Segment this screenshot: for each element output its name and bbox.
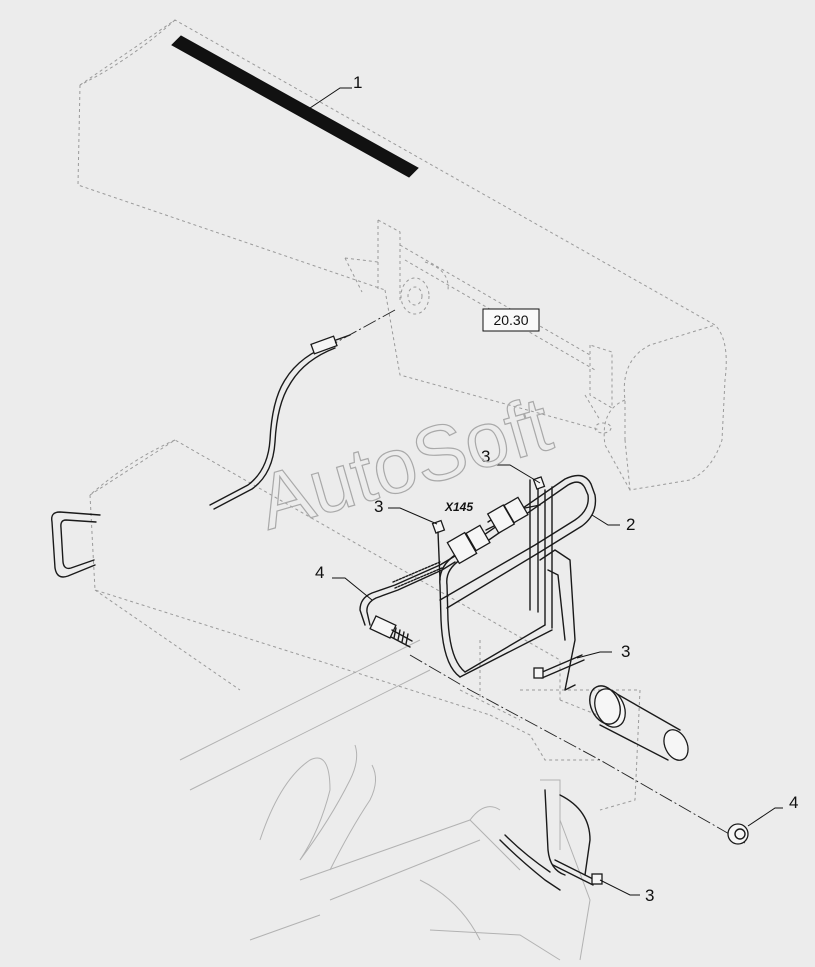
callout-1: 1: [353, 73, 362, 92]
leader-lines: [309, 87, 783, 896]
part-3-tie-bottom: [499, 789, 603, 891]
shaft-assembly: [589, 685, 689, 761]
ghost-upper-beam: [77, 19, 727, 491]
callout-3-bottom: 3: [645, 886, 654, 905]
reference-box[interactable]: 20.30: [482, 308, 540, 332]
part-3-tie-upper: [532, 476, 546, 490]
part-3-tie-right: [533, 654, 585, 679]
part-2-harness-bracket: [439, 474, 597, 691]
reference-box-text: 20.30: [493, 312, 528, 328]
part-1-strip: [171, 35, 419, 178]
ghost-lower-beam: [89, 439, 641, 811]
callout-3-left: 3: [374, 497, 383, 516]
connector-label: X145: [444, 500, 473, 514]
bracket-left-loop: [50, 511, 101, 578]
connector-x145: [446, 496, 541, 565]
callout-2: 2: [626, 515, 635, 534]
part-4-nut: [727, 823, 749, 845]
bracket-left-loop-inner: [60, 519, 97, 570]
callout-3-upper: 3: [481, 447, 490, 466]
axis-line-upper: [334, 309, 396, 344]
callout-4-nut: 4: [789, 793, 798, 812]
ghost-bottom-frame: [179, 639, 591, 961]
callout-4-sensor: 4: [315, 563, 324, 582]
axis-line-lower: [409, 654, 746, 844]
callout-3-right: 3: [621, 642, 630, 661]
part-4-sensor: [359, 555, 456, 648]
